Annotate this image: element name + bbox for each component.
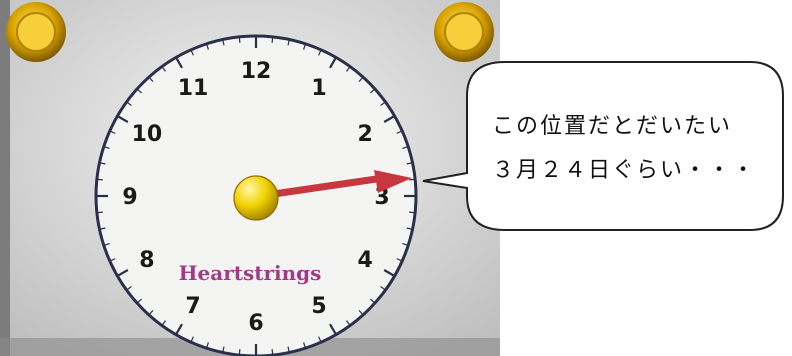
minor-tick [303,342,307,349]
minor-tick [136,88,142,94]
clock-numeral: 4 [357,248,372,273]
clock-ticks [96,36,416,356]
minor-tick [222,39,225,46]
clock-numeral: 8 [139,248,154,273]
minor-tick [409,211,416,214]
center-pin-icon [233,175,279,221]
minor-tick [380,286,386,291]
minor-tick [148,310,154,316]
minor-tick [103,145,110,149]
major-tick [383,115,396,123]
clock-numeral: 1 [311,76,326,101]
major-tick [329,56,337,69]
major-tick [175,323,183,336]
minor-tick [109,130,116,134]
clock-numeral: 11 [178,76,209,101]
minor-tick [109,258,116,262]
magnet-icon [434,2,494,62]
callout-line-1: この位置だとだいたい [492,114,733,139]
minor-tick [409,178,416,181]
minor-tick [318,49,322,56]
magnet-icon [6,2,66,62]
minor-tick [222,346,225,353]
callout-line-2: ３月２４日ぐらい・・・ [492,158,757,183]
minor-tick [303,43,307,50]
minor-tick [161,320,166,326]
minor-tick [402,243,409,247]
minor-tick [406,227,413,230]
minor-tick [358,76,364,82]
minor-tick [396,258,403,262]
clock-numeral: 6 [248,311,263,336]
minor-tick [126,101,132,106]
clock-hand-icon [256,170,412,200]
minor-tick [346,320,351,326]
minor-tick [271,36,274,43]
clock-numeral: 7 [185,294,200,319]
minor-tick [402,145,409,149]
minor-tick [318,336,322,343]
minor-tick [161,66,166,72]
minor-tick [287,39,290,46]
major-tick [116,115,129,123]
major-tick [383,269,396,277]
clock-numeral: 12 [241,59,272,84]
minor-tick [358,310,364,316]
minor-tick [205,43,209,50]
minor-tick [190,336,194,343]
clock-numeral: 9 [122,185,137,210]
minor-tick [346,66,351,72]
minor-tick [148,76,154,82]
minor-tick [271,349,274,356]
minor-tick [287,346,290,353]
minor-tick [205,342,209,349]
minor-tick [96,178,103,181]
minor-tick [238,349,241,356]
minor-tick [238,36,241,43]
minor-tick [103,243,110,247]
clock-numeral: 2 [357,122,372,147]
minor-tick [370,88,376,94]
minor-tick [96,211,103,214]
minor-tick [136,298,142,304]
minor-tick [406,162,413,165]
minor-tick [370,298,376,304]
major-tick [116,269,129,277]
minor-tick [380,101,386,106]
minor-tick [396,130,403,134]
major-tick [329,323,337,336]
clock-numeral: 5 [311,294,326,319]
minor-tick [190,49,194,56]
brand-label: Heartstrings [179,261,322,285]
major-tick [175,56,183,69]
minor-tick [126,286,132,291]
minor-tick [99,162,106,165]
minor-tick [99,227,106,230]
board-edge-left [0,0,10,356]
clock-numeral: 10 [132,122,163,147]
